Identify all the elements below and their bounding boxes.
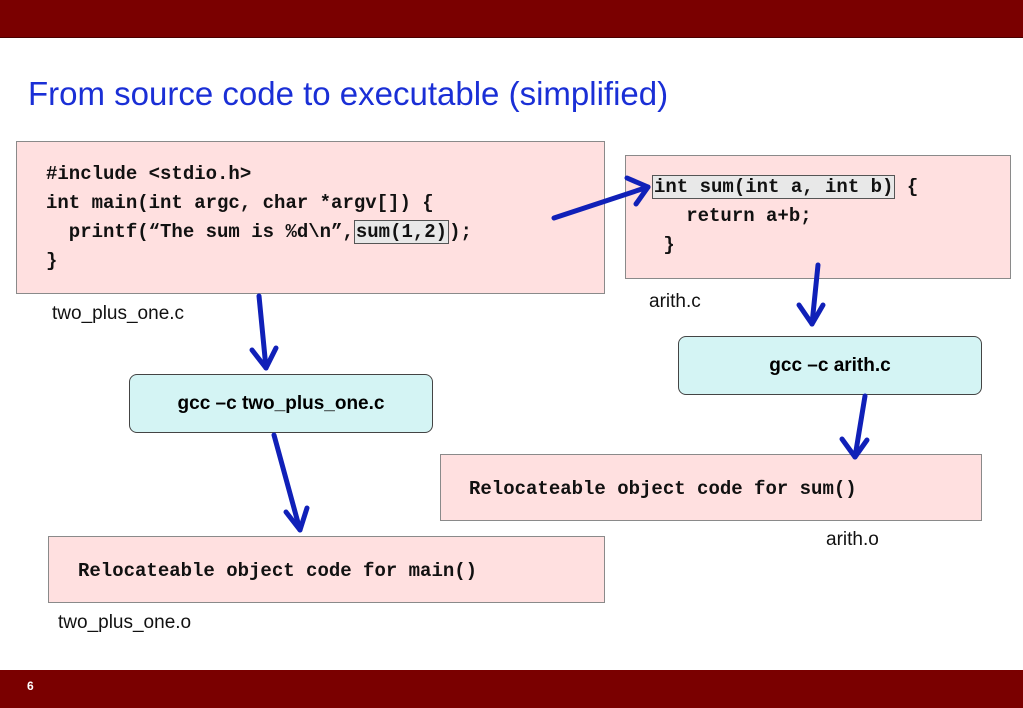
source-main-line-4: } xyxy=(46,250,58,272)
source-main-line-2: int main(int argc, char *argv[]) { xyxy=(46,192,434,214)
source-main-line-3: printf(“The sum is %d\n”,sum(1,2)); xyxy=(46,220,472,244)
object-arith-filename: arith.o xyxy=(826,529,879,550)
compile-arith-command: gcc –c arith.c xyxy=(678,336,982,395)
source-main-filename: two_plus_one.c xyxy=(52,303,185,324)
signature-brace: { xyxy=(895,176,919,198)
source-arith-box: int sum(int a, int b) { return a+b; } xyxy=(625,155,1011,279)
arrow-source-to-compile-main xyxy=(249,293,279,371)
source-arith-line-2: return a+b; xyxy=(652,205,812,227)
top-bar xyxy=(0,0,1023,38)
arrow-source-to-compile-arith xyxy=(796,262,826,327)
object-main-filename: two_plus_one.o xyxy=(58,612,192,633)
object-main-box: Relocateable object code for main() xyxy=(48,536,605,603)
arrow-compile-to-object-main xyxy=(271,432,310,533)
source-main-box: #include <stdio.h> int main(int argc, ch… xyxy=(16,141,605,294)
compile-main-command: gcc –c two_plus_one.c xyxy=(129,374,433,433)
source-arith-filename: arith.c xyxy=(649,291,701,312)
bottom-bar: 6 xyxy=(0,670,1023,708)
source-arith-line-1: int sum(int a, int b) { xyxy=(652,175,919,199)
slide-title: From source code to executable (simplifi… xyxy=(28,75,669,112)
arrow-compile-to-object-arith xyxy=(839,393,870,460)
object-arith-box: Relocateable object code for sum() xyxy=(440,454,982,521)
page-number: 6 xyxy=(27,679,34,693)
object-arith-text: Relocateable object code for sum() xyxy=(469,478,857,500)
printf-close: ); xyxy=(449,221,472,243)
sum-call-highlight: sum(1,2) xyxy=(353,220,450,244)
arrow-call-to-definition xyxy=(551,175,651,221)
sum-signature-highlight: int sum(int a, int b) xyxy=(652,175,896,199)
object-main-text: Relocateable object code for main() xyxy=(78,560,478,582)
source-main-line-1: #include <stdio.h> xyxy=(46,163,252,185)
printf-call: printf(“The sum is %d\n”, xyxy=(46,221,354,243)
source-arith-line-3: } xyxy=(652,234,675,256)
